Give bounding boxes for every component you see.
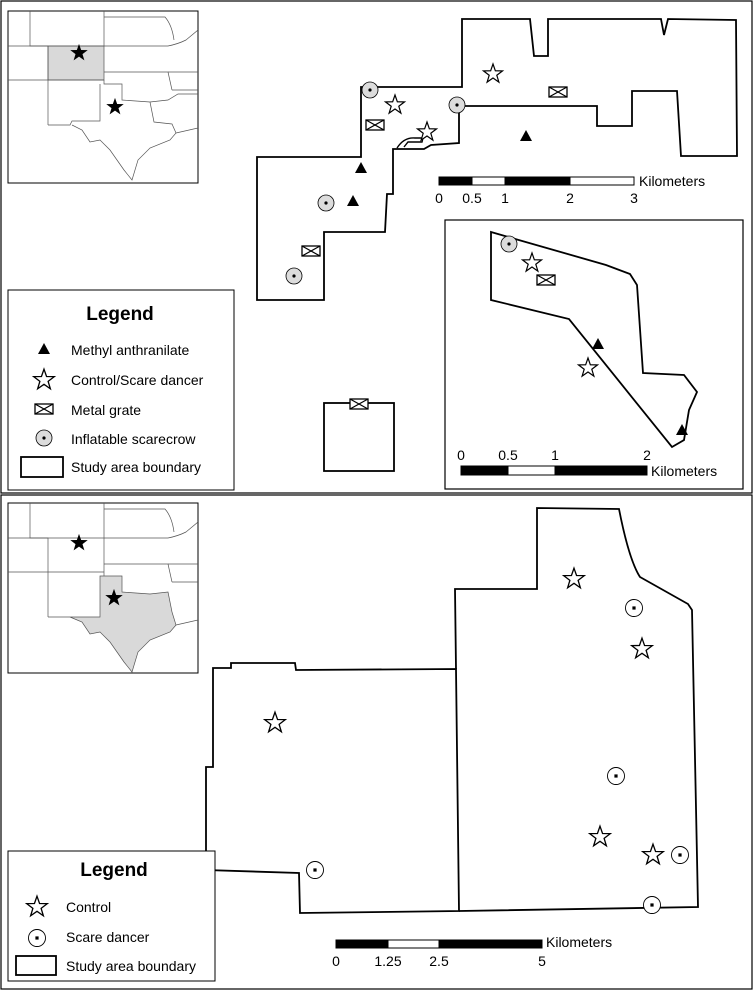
scalebar-tick: 2.5 [429, 953, 449, 969]
bottom-locator-map [7, 502, 199, 674]
scalebar-unit: Kilometers [639, 173, 705, 189]
legend-dancer-icon [28, 929, 46, 947]
legend-boundary-icon [20, 456, 64, 478]
top-study-area [256, 18, 738, 472]
legend-title: Legend [80, 860, 148, 881]
legend-scarecrow-icon [35, 429, 53, 447]
scalebar-tick: 2 [643, 447, 651, 463]
legend-label: Methyl anthranilate [71, 342, 190, 358]
bottom-legend: Legend Control Scare dancer Study area b… [7, 850, 216, 982]
bottom-study-area [205, 507, 699, 914]
scarecrow-marker [361, 81, 379, 99]
legend-title: Legend [86, 304, 154, 325]
legend-label: Inflatable scarecrow [71, 431, 196, 447]
legend-grate-icon [34, 403, 54, 415]
dancer-marker [306, 861, 324, 879]
inset-study-area-boundary [490, 230, 699, 449]
scalebar-tick: 1.25 [374, 953, 401, 969]
study-area-boundary-east [454, 507, 699, 912]
dancer-marker [643, 896, 661, 914]
grate-marker [548, 86, 568, 98]
legend-label: Study area boundary [71, 459, 201, 475]
scalebar-tick: 0 [332, 953, 340, 969]
scalebar-tick: 5 [538, 953, 546, 969]
scalebar-tick: 1 [501, 190, 509, 206]
grate-marker [301, 245, 321, 257]
scarecrow-marker [317, 194, 335, 212]
scalebar-tick: 2 [566, 190, 574, 206]
study-area-boundary-main [256, 18, 738, 301]
scalebar-unit: Kilometers [546, 934, 612, 950]
legend-label: Control [66, 899, 111, 915]
internal-road [396, 137, 424, 149]
dancer-marker [607, 767, 625, 785]
scalebar-tick: 1 [551, 447, 559, 463]
bottom-scalebar: Kilometers 0 1.25 2.5 5 [332, 934, 612, 969]
legend-label: Scare dancer [66, 929, 150, 945]
top-legend: Legend Methyl anthranilate Control/Scare… [7, 289, 235, 491]
legend-boundary-icon [15, 955, 57, 976]
top-locator-map [7, 10, 199, 184]
scalebar-tick: 0.5 [462, 190, 482, 206]
grate-marker [536, 274, 556, 286]
top-inset-map: Kilometers 0 0.5 1 2 [444, 219, 744, 490]
scarecrow-marker [448, 96, 466, 114]
highlight-state-texas [69, 575, 177, 673]
scalebar-tick: 0 [435, 190, 443, 206]
legend-label: Metal grate [71, 402, 141, 418]
dancer-marker [671, 846, 689, 864]
scarecrow-marker [500, 235, 518, 253]
dancer-marker [625, 599, 643, 617]
scalebar-tick: 0.5 [498, 447, 518, 463]
scalebar-tick: 3 [630, 190, 638, 206]
legend-label: Control/Scare dancer [71, 372, 204, 388]
scarecrow-marker [285, 267, 303, 285]
grate-marker [365, 119, 385, 131]
scalebar-unit: Kilometers [651, 463, 717, 479]
legend-label: Study area boundary [66, 958, 196, 974]
scalebar-tick: 0 [457, 447, 465, 463]
grate-marker [349, 398, 369, 410]
top-scalebar: Kilometers 0 0.5 1 2 3 [435, 173, 705, 206]
